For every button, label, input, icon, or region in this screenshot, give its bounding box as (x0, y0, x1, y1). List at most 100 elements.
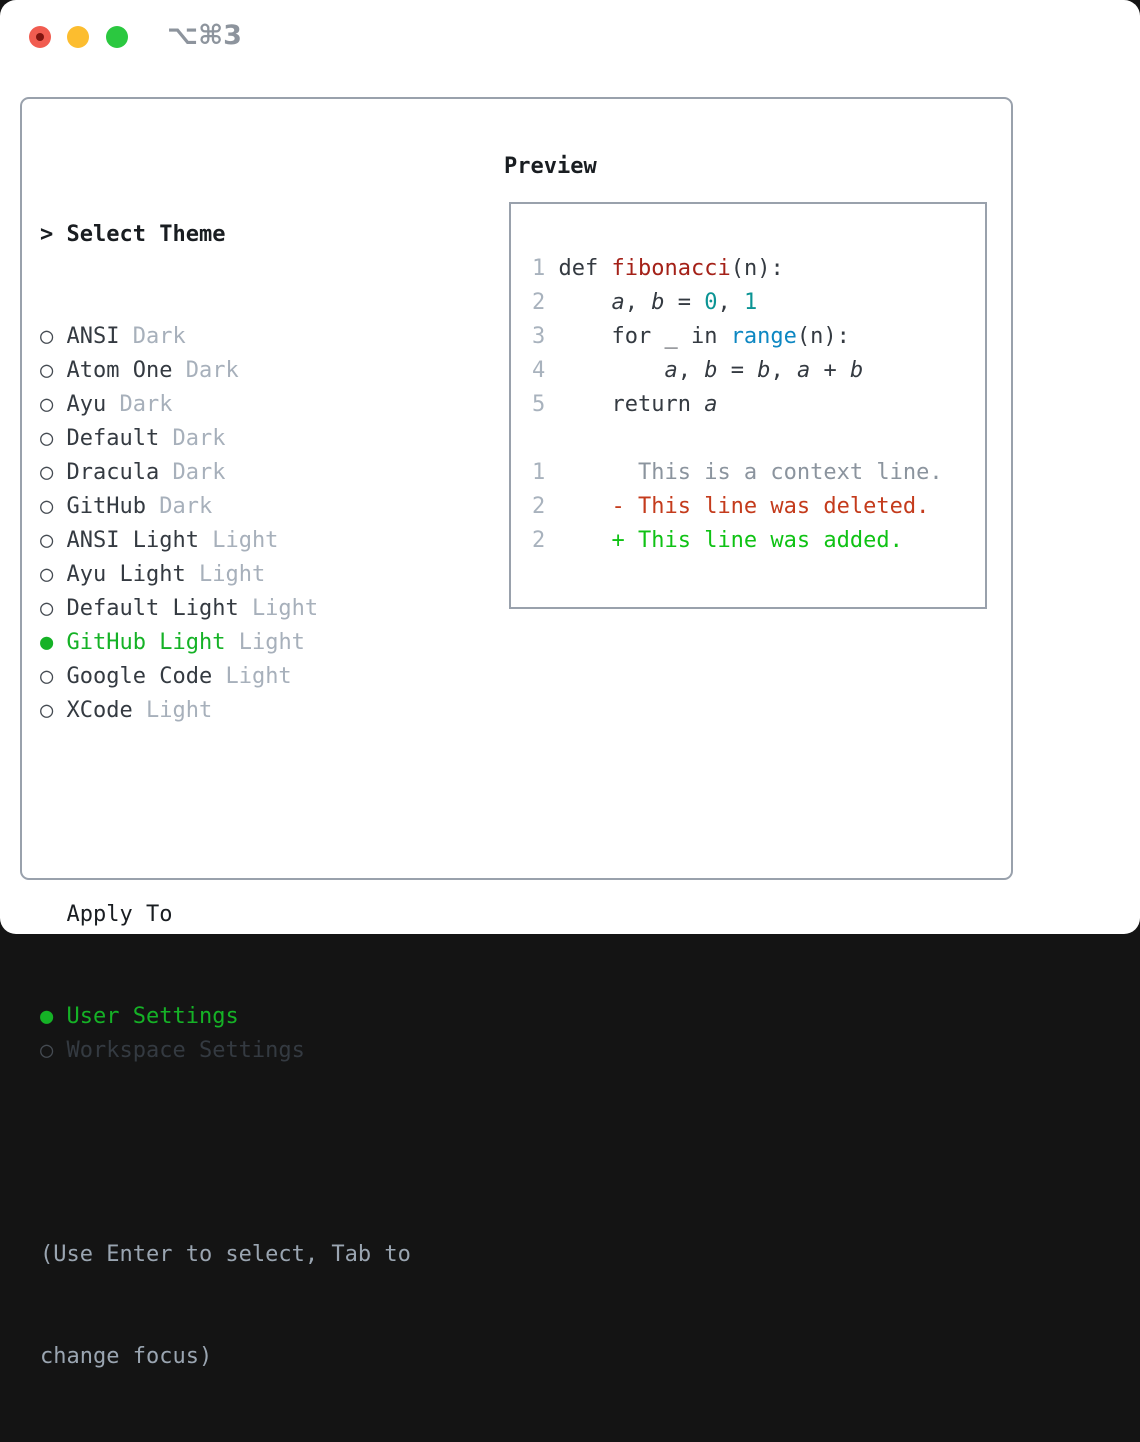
theme-option-github-light[interactable]: ● GitHub Light Light (40, 626, 411, 660)
apply-to-indent (40, 902, 67, 927)
radio-unselected-icon: ○ (40, 698, 54, 723)
spacer-row (40, 1136, 411, 1170)
code-segment-variable: a (611, 290, 625, 315)
marker-gap (53, 358, 66, 383)
code-segment-function: fibonacci (611, 256, 731, 281)
theme-option-dracula[interactable]: ○ Dracula Dark (40, 456, 411, 490)
radio-unselected-icon: ○ (40, 596, 54, 621)
theme-variant: Light (212, 528, 279, 553)
theme-variant: Dark (185, 358, 239, 383)
theme-option-ansi[interactable]: ○ ANSI Dark (40, 320, 411, 354)
radio-unselected-icon: ○ (40, 1038, 54, 1063)
code-segment-deleted: - This line was deleted. (558, 494, 930, 519)
marker-gap (53, 596, 66, 621)
code-segment-variable: b (849, 358, 864, 383)
theme-variant: Dark (172, 460, 226, 485)
line-number: 1 (532, 256, 559, 281)
code-segment-variable: b (704, 358, 718, 383)
code-segment-variable: b (651, 290, 665, 315)
radio-unselected-icon: ○ (40, 494, 54, 519)
theme-name: GitHub (66, 494, 146, 519)
line-number: 4 (532, 358, 559, 383)
code-segment-plain: , (717, 290, 744, 315)
code-segment-variable: a (664, 358, 678, 383)
code-segment-plain: , (770, 358, 797, 383)
theme-option-google-code[interactable]: ○ Google Code Light (40, 660, 411, 694)
theme-variant: Light (251, 596, 319, 621)
window-title-shortcut: ⌥⌘3 (167, 20, 242, 51)
radio-selected-icon: ● (40, 630, 54, 655)
theme-name: GitHub Light (66, 630, 226, 655)
code-segment-number: 1 (743, 290, 758, 315)
theme-name: Ayu (66, 392, 107, 417)
apply-option-workspace-settings[interactable]: ○ Workspace Settings (40, 1034, 411, 1068)
theme-option-default[interactable]: ○ Default Dark (40, 422, 411, 456)
apply-option-label: Workspace Settings (66, 1038, 305, 1063)
theme-option-default-light[interactable]: ○ Default Light Light (40, 592, 411, 626)
select-theme-header: > Select Theme (40, 218, 411, 252)
code-segment-context: This is a context line. (558, 460, 943, 485)
close-button[interactable] (29, 26, 51, 48)
apply-option-label: User Settings (66, 1004, 239, 1029)
theme-option-ayu-light[interactable]: ○ Ayu Light Light (40, 558, 411, 592)
code-line-6 (532, 422, 985, 456)
code-segment-plain: def (558, 256, 612, 281)
code-segment-builtin: range (730, 324, 797, 349)
theme-variant: Dark (159, 494, 213, 519)
marker-gap (53, 426, 66, 451)
theme-option-ayu[interactable]: ○ Ayu Dark (40, 388, 411, 422)
theme-option-xcode[interactable]: ○ XCode Light (40, 694, 411, 728)
theme-variant: Dark (132, 324, 186, 349)
code-line-4: 4 a, b = b, a + b (532, 354, 985, 388)
theme-name: Dracula (66, 460, 160, 485)
theme-option-ansi-light[interactable]: ○ ANSI Light Light (40, 524, 411, 558)
marker-gap (53, 698, 66, 723)
theme-name: Google Code (66, 664, 213, 689)
line-number: 2 (532, 494, 559, 519)
line-number (532, 426, 559, 451)
theme-name: Default (66, 426, 160, 451)
zoom-button[interactable] (106, 26, 128, 48)
name-gap (186, 562, 199, 587)
name-gap (239, 596, 252, 621)
marker-gap (53, 664, 66, 689)
code-segment-plain: = (717, 358, 758, 383)
code-segment-plain: , (677, 358, 705, 383)
code-segment-plain (559, 290, 612, 315)
app-window: ⌥⌘3 > Select Theme ○ ANSI Dark○ Atom One… (0, 0, 1140, 1369)
apply-option-user-settings[interactable]: ● User Settings (40, 1000, 411, 1034)
code-segment-plain: return (558, 392, 705, 417)
name-gap (225, 630, 238, 655)
apply-to-title: Apply To (66, 902, 173, 927)
code-segment-variable: a (796, 358, 811, 383)
radio-unselected-icon: ○ (40, 562, 54, 587)
code-segment-added: + This line was added. (558, 528, 903, 553)
preview-title: Preview (504, 154, 597, 179)
line-number: 5 (532, 392, 559, 417)
marker-gap (53, 324, 66, 349)
name-gap (133, 698, 146, 723)
apply-to-list: ● User Settings○ Workspace Settings (40, 1000, 411, 1068)
hint-line-2: change focus) (40, 1344, 213, 1369)
code-line-9: 2 + This line was added. (532, 524, 985, 558)
theme-name: ANSI (66, 324, 120, 349)
name-gap (199, 528, 212, 553)
theme-option-atom-one[interactable]: ○ Atom One Dark (40, 354, 411, 388)
code-line-5: 5 return a (532, 388, 985, 422)
prompt-caret: > (40, 222, 54, 247)
line-number: 1 (532, 460, 559, 485)
minimize-button[interactable] (67, 26, 89, 48)
name-gap (159, 460, 172, 485)
theme-variant: Dark (119, 392, 173, 417)
line-number: 3 (532, 324, 559, 349)
code-line-3: 3 for _ in range(n): (532, 320, 985, 354)
selector-column: > Select Theme ○ ANSI Dark○ Atom One Dar… (40, 150, 411, 1442)
theme-name: XCode (66, 698, 133, 723)
theme-option-github[interactable]: ○ GitHub Dark (40, 490, 411, 524)
code-segment-plain: , (624, 290, 652, 315)
code-segment-number: 0 (704, 290, 718, 315)
code-line-2: 2 a, b = 0, 1 (532, 286, 985, 320)
theme-variant: Light (145, 698, 213, 723)
radio-unselected-icon: ○ (40, 426, 54, 451)
